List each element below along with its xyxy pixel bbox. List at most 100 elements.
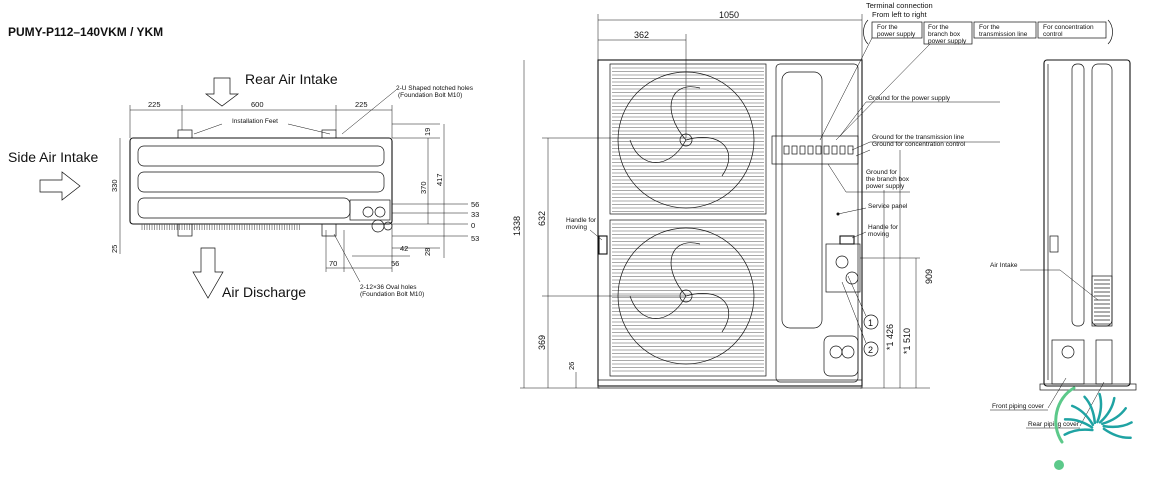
terminal-screw — [823, 145, 830, 155]
refrigerant-valves — [349, 199, 393, 233]
oval-holes-label-2: (Foundation Bolt M10) — [360, 291, 424, 298]
callout-circle-1 — [863, 314, 879, 330]
leader — [851, 141, 871, 151]
terminal-3-line2: transmission line — [979, 31, 1028, 38]
terminal-box-3 — [973, 21, 1037, 39]
notched-holes-label-1: 2-U Shaped notched holes — [396, 85, 474, 92]
side-slot-1 — [1071, 63, 1085, 327]
ground-branch-label-2: the branch box — [866, 176, 910, 183]
unit-body-side — [1043, 59, 1131, 387]
logo-stroke — [1083, 395, 1097, 425]
terminal-connection-label: Terminal connection — [866, 1, 933, 10]
dim-1338: 1338 — [512, 216, 522, 236]
terminal-1-line1: For the — [877, 24, 898, 31]
terminal-screw — [807, 145, 814, 155]
brand-logo — [1054, 386, 1133, 470]
piping-cover-front — [1051, 339, 1085, 385]
leader — [839, 101, 867, 137]
terminal-1-line2: power supply — [877, 31, 916, 38]
dim-1510: *1 510 — [902, 328, 912, 354]
grille-slot-3 — [137, 197, 351, 219]
logo-stroke — [1102, 427, 1132, 439]
air-intake-slats — [1094, 279, 1110, 325]
air-discharge-arrow — [192, 247, 224, 299]
knockout-hole — [841, 345, 855, 359]
terminal-screw — [847, 145, 854, 155]
dim-19: 19 — [423, 128, 432, 136]
dim-909: 909 — [924, 269, 934, 284]
leader-dot — [836, 212, 840, 216]
dim-369: 369 — [537, 335, 547, 350]
leader — [333, 233, 361, 283]
terminal-2-line1: For the — [928, 24, 949, 31]
unit-body-front — [597, 59, 863, 387]
logo-stroke — [1101, 407, 1127, 426]
foot-bottom-right — [321, 223, 337, 237]
handle-moving-right-1: Handle for — [868, 224, 899, 231]
valve-1 — [835, 255, 849, 269]
dim-0: 0 — [471, 221, 475, 230]
ground-power-label: Ground for the power supply — [868, 95, 951, 102]
ground-transmission-label: Ground for the transmission line — [872, 134, 965, 141]
bottom-knockouts — [823, 335, 859, 377]
terminal-list: For the power supply For the branch box … — [871, 21, 1107, 45]
rear-piping-cover-label: Rear piping cover — [1028, 421, 1080, 428]
rear-air-intake-arrow — [204, 77, 240, 107]
front-piping-cover-label: Front piping cover — [992, 403, 1045, 410]
fan-guard-lower — [609, 219, 767, 377]
air-intake-label: Air Intake — [990, 262, 1018, 269]
leader — [841, 281, 867, 344]
installation-foot-right — [321, 129, 337, 139]
terminal-screw — [815, 145, 822, 155]
ground-branch-label-3: power supply — [866, 183, 905, 190]
side-slot-2 — [1091, 63, 1113, 327]
dim-225-right: 225 — [355, 100, 368, 109]
from-left-to-right-label: From left to right — [872, 10, 928, 19]
leader — [827, 163, 847, 193]
leader — [837, 207, 867, 215]
terminal-box-2 — [923, 21, 973, 45]
service-panel-opening — [781, 71, 823, 329]
installation-foot-left — [177, 129, 193, 139]
side-view: Air Intake Front piping cover Rear pipin… — [990, 59, 1137, 429]
leader — [1047, 377, 1067, 409]
ground-concentration-label: Ground for concentration control — [872, 141, 966, 148]
terminal-2-line3: power supply — [928, 38, 967, 45]
terminal-block — [771, 135, 859, 165]
dim-417: 417 — [435, 173, 444, 186]
leader — [1079, 381, 1105, 427]
leader — [1059, 269, 1099, 301]
unit-body-top — [129, 137, 393, 225]
logo-stroke — [1063, 428, 1094, 436]
fan-blades-lower — [629, 242, 729, 333]
handle-left — [598, 235, 608, 255]
foot-bottom-left — [177, 223, 193, 237]
dim-28: 28 — [423, 248, 432, 256]
base-rail — [597, 379, 863, 389]
terminal-screw — [839, 145, 846, 155]
logo-dot — [1054, 460, 1064, 470]
terminal-4-line1: For concentration — [1043, 24, 1094, 31]
logo-stroke — [1098, 396, 1116, 424]
service-panel-label: Service panel — [868, 203, 908, 210]
terminal-screws — [783, 145, 854, 155]
piping-cover-rear — [1095, 339, 1113, 385]
bracket-left — [863, 19, 869, 45]
dim-225-left: 225 — [148, 100, 161, 109]
front-view: 1050 362 1338 632 369 26 — [512, 1, 1113, 389]
terminal-2-line2: branch box — [928, 31, 961, 38]
handle-moving-left-1: Handle for — [566, 217, 597, 224]
leader — [287, 123, 331, 135]
dim-33: 33 — [471, 210, 479, 219]
terminal-4-line2: control — [1043, 31, 1063, 38]
handle-right — [839, 235, 855, 245]
dim-25: 25 — [110, 245, 119, 253]
fan-blades-upper — [629, 86, 729, 177]
fan-guard-upper — [609, 63, 767, 215]
callout-1: 1 — [868, 318, 873, 328]
notched-holes-label-2: (Foundation Bolt M10) — [398, 92, 462, 99]
cover-knockout — [1061, 345, 1075, 359]
dim-600: 600 — [251, 100, 264, 109]
knockout-hole — [829, 345, 843, 359]
